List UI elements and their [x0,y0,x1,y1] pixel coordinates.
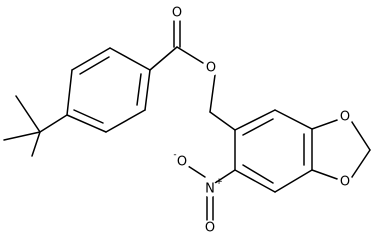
svg-text:O: O [205,221,215,236]
svg-text:O: O [177,155,187,170]
atom-nitro-oxygen-double: O [202,220,218,236]
negative-charge: - [173,150,176,160]
ester-group [149,20,236,131]
benzodioxole-ring [234,109,371,193]
tert-butyl-group [3,95,68,157]
nitro-group [187,165,236,221]
svg-text:N: N [205,182,215,197]
svg-text:O: O [172,6,182,21]
svg-text:O: O [340,175,350,190]
atom-ester-oxygen: O [203,60,219,76]
atom-nitro-oxygen-minus: O - [173,150,190,170]
positive-charge: + [215,177,223,187]
benzoate-ring [66,47,151,133]
atom-carbonyl-oxygen: O [169,5,185,21]
svg-text:O: O [340,110,350,125]
svg-text:O: O [206,61,216,76]
atom-dioxole-oxygen-upper: O [337,109,353,125]
atom-dioxole-oxygen-lower: O [337,174,353,190]
atom-nitro-nitrogen: N + [202,177,223,197]
